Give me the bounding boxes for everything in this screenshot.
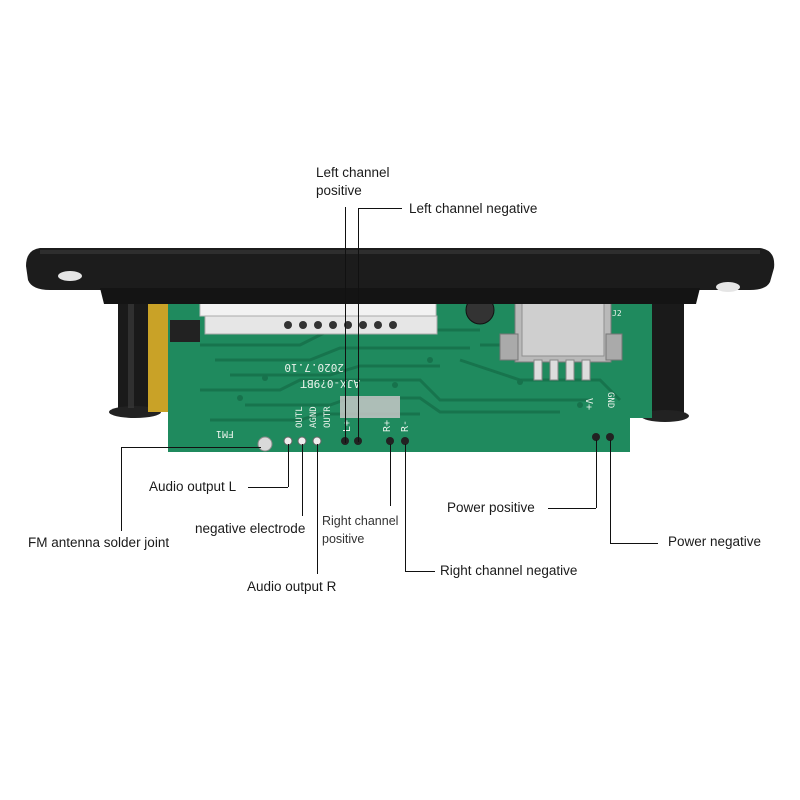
label-audio-output-r: Audio output R bbox=[247, 579, 337, 594]
label-power-positive: Power positive bbox=[447, 500, 535, 515]
leader-right-negative-h bbox=[405, 571, 435, 572]
leader-right-negative-v bbox=[405, 444, 406, 571]
leader-left-negative-h bbox=[358, 208, 402, 209]
leader-left-positive bbox=[345, 207, 346, 443]
leader-audio-l-v bbox=[288, 444, 289, 487]
silk-j2: J2 bbox=[612, 309, 622, 318]
label-left-channel-negative: Left channel negative bbox=[409, 201, 538, 216]
silk-fm: FM1 bbox=[216, 428, 234, 439]
silk-date: 2020.7.10 bbox=[284, 361, 344, 374]
silk-model: AJX-0?9BT bbox=[300, 377, 360, 390]
leader-right-positive-v bbox=[390, 444, 391, 506]
leader-negative-electrode-v bbox=[302, 444, 303, 516]
label-power-negative: Power negative bbox=[668, 534, 762, 549]
leader-audio-l-h bbox=[248, 487, 288, 488]
leader-fm-h bbox=[121, 447, 261, 448]
silk-agnd: AGND bbox=[309, 406, 319, 428]
leader-fm-v bbox=[121, 447, 122, 531]
silk-outl: OUTL bbox=[295, 406, 305, 428]
silk-r-plus: R+ bbox=[382, 420, 393, 432]
label-audio-output-l: Audio output L bbox=[149, 479, 237, 494]
silk-vplus: V+ bbox=[583, 398, 594, 410]
leader-power-positive-h bbox=[548, 508, 596, 509]
leader-power-negative-h bbox=[610, 543, 658, 544]
leader-audio-r-v bbox=[317, 444, 318, 574]
leader-left-negative-v bbox=[358, 208, 359, 442]
silk-l-plus: L+ bbox=[342, 420, 353, 432]
kapton-tape bbox=[148, 300, 170, 412]
label-right-channel-negative: Right channel negative bbox=[440, 563, 578, 578]
label-fm-antenna: FM antenna solder joint bbox=[28, 535, 170, 550]
label-right-channel-positive: Right channel positive bbox=[322, 514, 399, 546]
front-bezel bbox=[26, 248, 775, 304]
usb-port bbox=[499, 295, 623, 381]
silk-gnd: GND bbox=[605, 392, 615, 408]
silk-r-minus: R- bbox=[400, 420, 411, 432]
mounting-legs bbox=[109, 290, 689, 422]
leader-power-negative-v bbox=[610, 440, 611, 543]
leader-power-positive-v bbox=[596, 440, 597, 508]
silk-outr: OUTR bbox=[323, 406, 333, 428]
label-left-channel-positive: Left channel positive bbox=[316, 165, 390, 198]
label-negative-electrode: negative electrode bbox=[195, 521, 306, 536]
